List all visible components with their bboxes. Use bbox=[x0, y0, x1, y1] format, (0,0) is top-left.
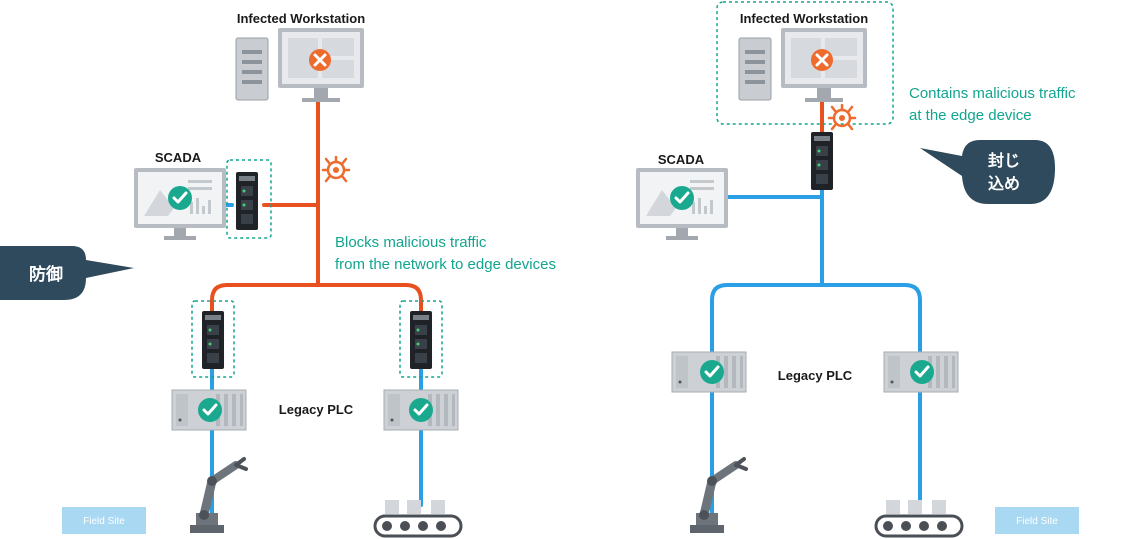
field-site-label-right: Field Site bbox=[1016, 516, 1058, 527]
containment-box bbox=[716, 1, 894, 125]
callout-bubble-right bbox=[920, 140, 1055, 204]
annotation-line2: from the network to edge devices bbox=[335, 256, 556, 273]
infected-links-left bbox=[210, 90, 423, 532]
annotation-line1: Blocks malicious traffic bbox=[335, 234, 487, 251]
callout-right-line2: 込め bbox=[988, 174, 1020, 193]
field-site-badge bbox=[62, 507, 146, 534]
field-site-label: Field Site bbox=[83, 516, 125, 527]
infected-workstation-icon-right bbox=[738, 27, 868, 103]
edge-device-icon-scada bbox=[236, 172, 258, 230]
clean-links-right bbox=[710, 90, 922, 522]
legacy-plc-label: Legacy PLC bbox=[279, 402, 354, 417]
edge-device-icon-left-2 bbox=[410, 311, 432, 369]
infected-workstation-label: Infected Workstation bbox=[237, 11, 365, 26]
edge-device-icon-left-1 bbox=[202, 311, 224, 369]
right-panel: Infected Workstation Contains malicious … bbox=[636, 1, 1079, 538]
field-site-badge-right bbox=[995, 507, 1079, 534]
conveyor-icon bbox=[373, 498, 463, 538]
malware-icon bbox=[321, 155, 351, 183]
annotation-right-line1: Contains malicious traffic bbox=[909, 85, 1076, 102]
infected-workstation-icon bbox=[235, 27, 365, 103]
callout-text: 防御 bbox=[29, 264, 63, 285]
scada-label-right: SCADA bbox=[658, 152, 705, 167]
edge-device-icon-right bbox=[811, 132, 833, 190]
robot-arm-icon bbox=[190, 459, 246, 533]
malware-icon-right bbox=[827, 103, 857, 131]
left-panel: Infected Workstation SCADA Blocks malici… bbox=[0, 11, 556, 538]
robot-arm-icon-right bbox=[690, 459, 746, 533]
scada-label: SCADA bbox=[155, 150, 202, 165]
conveyor-icon-right bbox=[874, 498, 964, 538]
callout-right-line1: 封じ bbox=[988, 151, 1020, 170]
callout-bubble bbox=[0, 246, 134, 300]
infected-workstation-label-right: Infected Workstation bbox=[740, 11, 868, 26]
annotation-right-line2: at the edge device bbox=[909, 107, 1032, 124]
legacy-plc-label-right: Legacy PLC bbox=[778, 368, 853, 383]
